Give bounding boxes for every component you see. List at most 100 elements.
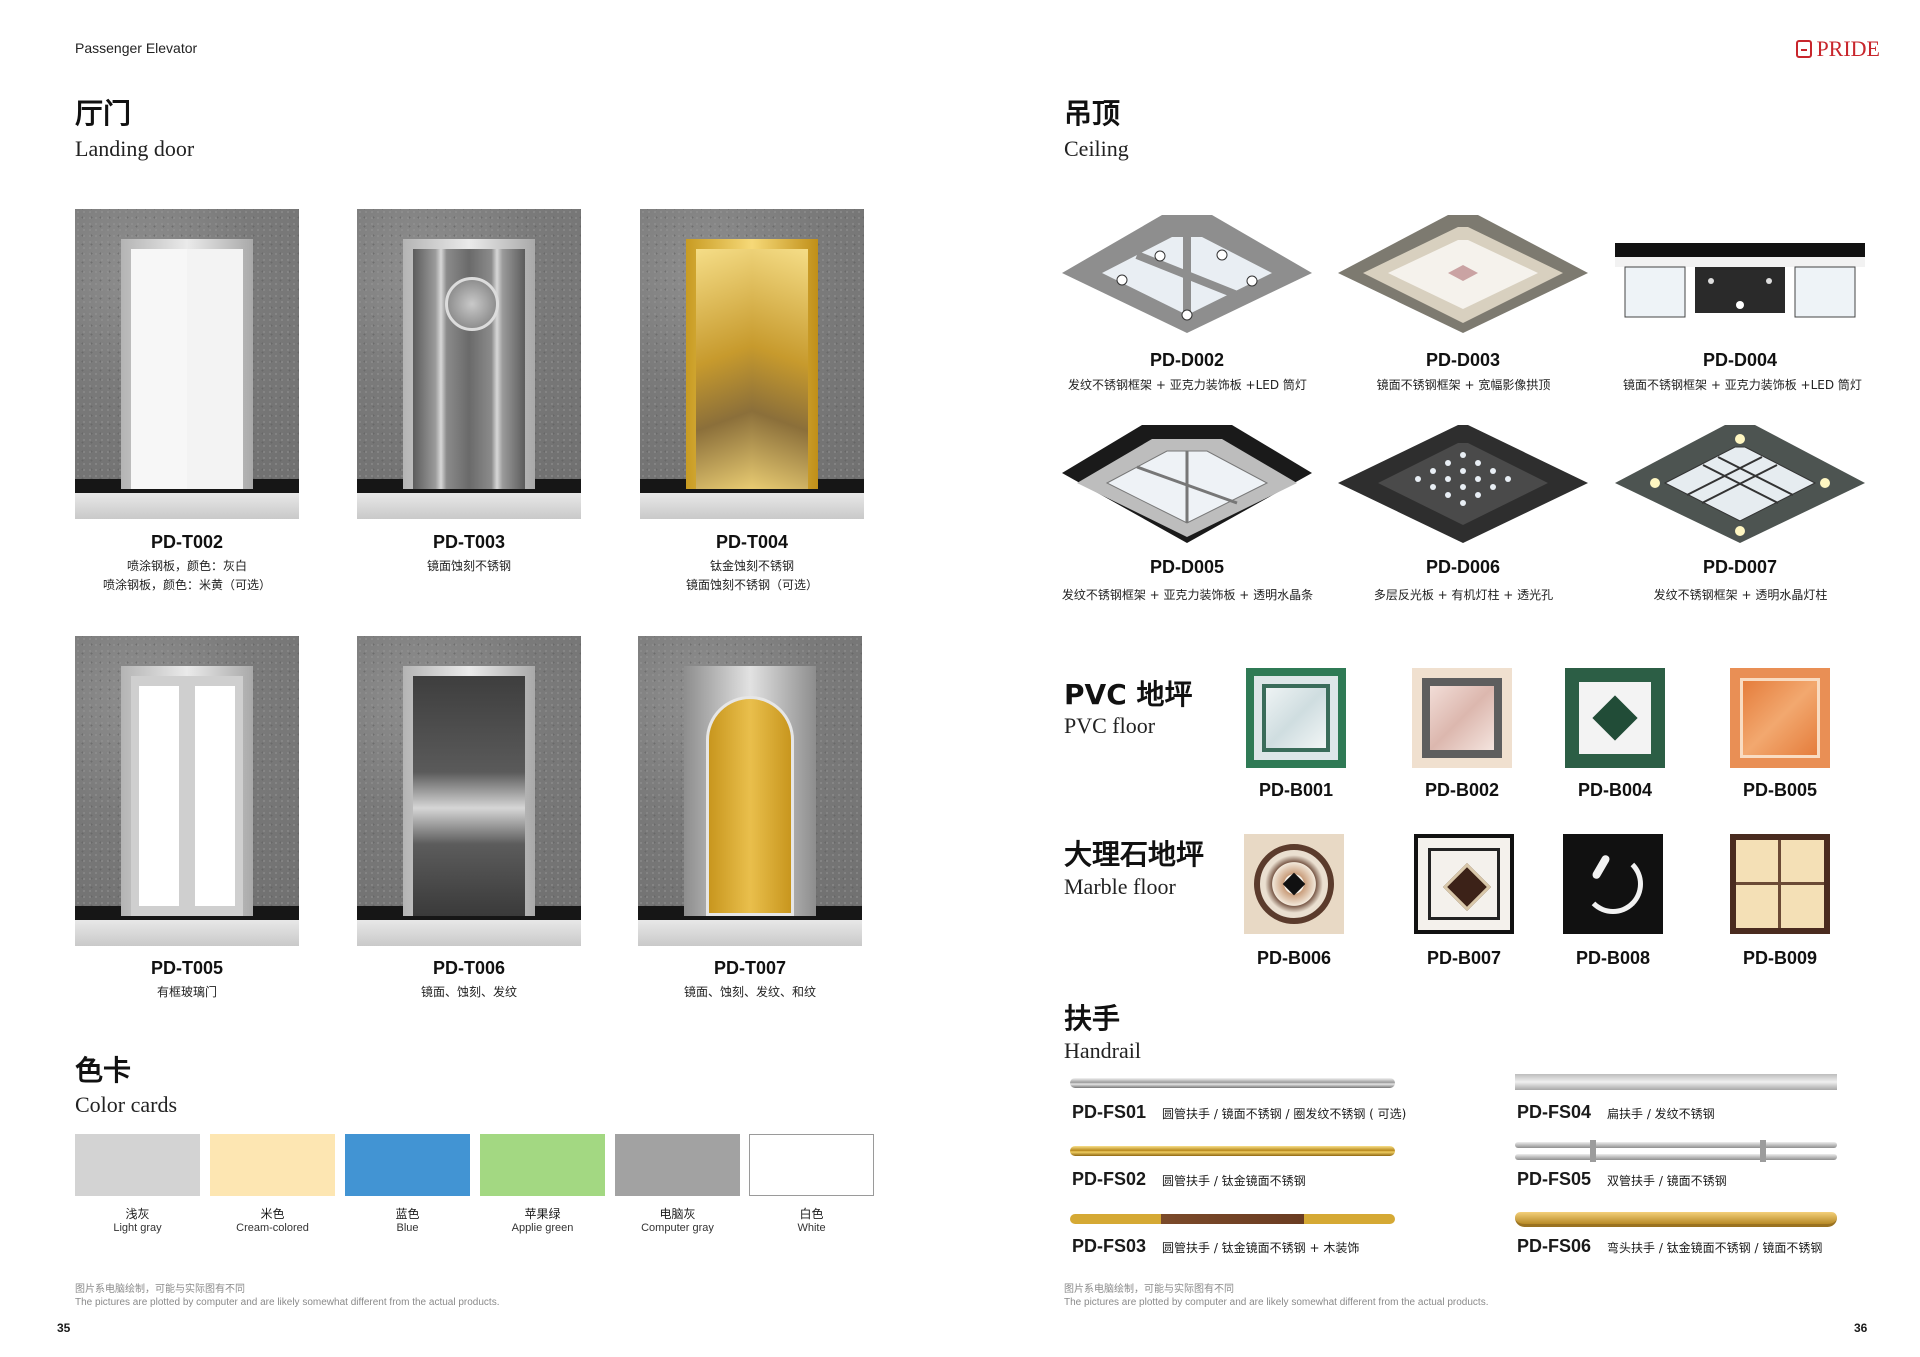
door-desc-t004: 钛金蚀刻不锈钢镜面蚀刻不锈钢（可选） [685,559,818,592]
tile-b004 [1565,668,1665,768]
ceiling-title-en: Ceiling [1064,136,1129,161]
tile-code-b006: PD-B006 [1256,948,1332,968]
logo-mark-icon [1796,40,1813,58]
handrail-desc-fs06: 弯头扶手 / 钛金镜面不锈钢 / 镜面不锈钢 [1607,1241,1823,1255]
header-title: Passenger Elevator [75,40,198,56]
page-number-right: 36 [1854,1321,1868,1335]
door-desc-t005: 有框玻璃门 [156,985,217,999]
swatch-label-cn: 白色 [799,1207,824,1221]
handrail-image-fs05 [1515,1140,1837,1162]
swatch-label-en: Light gray [113,1222,162,1234]
tile-code-b009: PD-B009 [1742,948,1818,968]
ceiling-image-d004 [1615,243,1865,318]
swatch-computer-gray [615,1134,740,1196]
handrail-image-fs03 [1070,1214,1395,1224]
tile-code-b002: PD-B002 [1424,780,1500,800]
color-cards-title-cn: 色卡 [75,1054,132,1087]
tile-code-b007: PD-B007 [1426,948,1502,968]
handrail-image-fs04 [1515,1074,1837,1090]
ceiling-desc-d002: 发纹不锈钢框架 + 亚克力装饰板 +LED 筒灯 [1068,378,1307,392]
handrail-desc-fs03: 圆管扶手 / 钛金镜面不锈钢 + 木装饰 [1162,1241,1360,1255]
handrail-desc-fs01: 圆管扶手 / 镜面不锈钢 / 圈发纹不锈钢 ( 可选) [1162,1107,1407,1121]
ceiling-image-d006 [1338,425,1588,543]
swatch-label-cn: 蓝色 [395,1207,420,1221]
tile-b002 [1412,668,1512,768]
tile-code-b005: PD-B005 [1742,780,1818,800]
swatch-label-cn: 苹果绿 [524,1207,561,1221]
door-desc-t003: 镜面蚀刻不锈钢 [426,559,511,573]
landing-door-title-en: Landing door [75,136,195,161]
tile-b009 [1730,834,1830,934]
door-code-t005: PD-T005 [150,958,224,978]
door-image-t002 [75,209,299,519]
swatch-light-gray [75,1134,200,1196]
ceiling-title-cn: 吊顶 [1064,97,1121,130]
swatch-label-cn: 浅灰 [125,1207,150,1221]
swatch-apple-green [480,1134,605,1196]
swatch-white [749,1134,874,1196]
ceiling-code-d006: PD-D006 [1425,557,1501,577]
swatch-cream [210,1134,335,1196]
swatch-blue [345,1134,470,1196]
ceiling-code-d007: PD-D007 [1702,557,1778,577]
door-image-t007 [638,636,862,946]
door-desc-t002: 喷涂钢板，颜色：灰白喷涂钢板，颜色：米黄（可选） [102,559,271,592]
ceiling-image-d005 [1062,425,1312,543]
swatch-label-en: Applie green [511,1222,574,1234]
handrail-code-fs03: PD-FS03 [1072,1236,1147,1256]
marble-floor-title-cn: 大理石地坪 [1064,838,1205,871]
door-desc-t006: 镜面、蚀刻、发纹 [420,985,517,999]
landing-door-title-cn: 厅门 [75,97,132,130]
swatch-label-en: Computer gray [641,1222,714,1234]
door-image-t006 [357,636,581,946]
handrail-image-fs02 [1070,1146,1395,1156]
handrail-code-fs04: PD-FS04 [1517,1102,1592,1122]
door-code-t006: PD-T006 [432,958,506,978]
tile-code-b008: PD-B008 [1575,948,1651,968]
pvc-floor-title-en: PVC floor [1064,713,1156,738]
swatch-label-en: Cream-colored [236,1222,309,1234]
door-desc-t007: 镜面、蚀刻、发纹、和纹 [683,985,816,999]
handrail-code-fs05: PD-FS05 [1517,1169,1592,1189]
swatch-label-en: Blue [396,1222,419,1234]
ceiling-desc-d003: 镜面不锈钢框架 + 宽幅影像拱顶 [1376,378,1551,392]
page-number-left: 35 [57,1321,71,1335]
handrail-title-cn: 扶手 [1064,1002,1121,1035]
marble-floor-title-en: Marble floor [1064,874,1176,899]
brand-logo: PRIDE [1796,36,1880,62]
tile-code-b004: PD-B004 [1577,780,1653,800]
ceiling-image-d003 [1338,215,1588,333]
ceiling-image-d002 [1062,215,1312,333]
door-code-t003: PD-T003 [432,532,506,552]
handrail-desc-fs05: 双管扶手 / 镜面不锈钢 [1607,1174,1727,1188]
door-code-t004: PD-T004 [715,532,789,552]
door-image-t003 [357,209,581,519]
handrail-image-fs01 [1070,1078,1395,1088]
door-code-t007: PD-T007 [713,958,787,978]
color-cards-title-en: Color cards [75,1092,178,1117]
handrail-code-fs06: PD-FS06 [1517,1236,1592,1256]
swatch-label-en: White [797,1222,826,1234]
handrail-code-fs01: PD-FS01 [1072,1102,1147,1122]
ceiling-desc-d006: 多层反光板 + 有机灯柱 + 透光孔 [1373,588,1554,602]
swatch-label-cn: 电脑灰 [659,1207,696,1221]
tile-b008 [1563,834,1663,934]
ceiling-code-d002: PD-D002 [1149,350,1225,370]
handrail-desc-fs02: 圆管扶手 / 钛金镜面不锈钢 [1162,1174,1306,1188]
tile-b005 [1730,668,1830,768]
handrail-code-fs02: PD-FS02 [1072,1169,1147,1189]
tile-b001 [1246,668,1346,768]
ceiling-desc-d007: 发纹不锈钢框架 + 透明水晶灯柱 [1653,588,1828,602]
tile-b006 [1244,834,1344,934]
ceiling-desc-d005: 发纹不锈钢框架 + 亚克力装饰板 + 透明水晶条 [1061,588,1314,602]
door-image-t004 [640,209,864,519]
door-image-t005 [75,636,299,946]
tile-b007 [1414,834,1514,934]
ceiling-code-d003: PD-D003 [1425,350,1501,370]
ceiling-code-d004: PD-D004 [1702,350,1778,370]
logo-text: PRIDE [1816,36,1880,61]
handrail-image-fs06 [1515,1212,1837,1227]
tile-code-b001: PD-B001 [1258,780,1334,800]
